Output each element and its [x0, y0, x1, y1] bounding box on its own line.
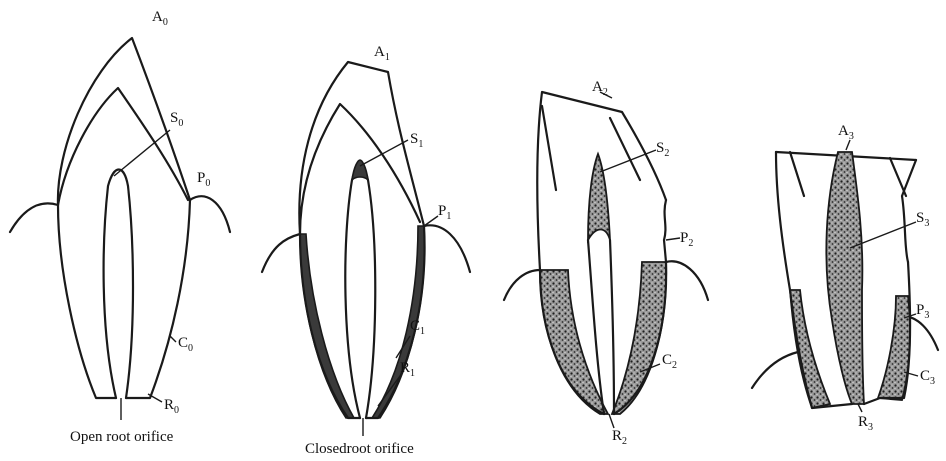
sclerotic-dentin-left: [790, 290, 830, 408]
label-r-1: R1: [400, 360, 415, 379]
root-outline: [58, 200, 190, 398]
sclerotic-pulp: [826, 152, 864, 404]
dentin-line: [58, 88, 188, 205]
worn-contour: [664, 200, 666, 262]
label-c-2: C2: [662, 352, 677, 371]
gum-line: [262, 225, 470, 272]
pulp-canal: [104, 170, 133, 399]
label-s-2: S2: [656, 140, 669, 159]
secondary-dentin: [588, 154, 610, 240]
label-apex-3: A3: [838, 123, 854, 142]
label-s-0: S0: [170, 110, 183, 129]
gum-line: [10, 196, 230, 232]
label-p-2: P2: [680, 230, 693, 249]
label-r-3: R3: [858, 414, 873, 433]
gum-line: [504, 261, 708, 300]
caption-stage-1: Closedroot orifice: [305, 441, 414, 457]
pulp-canal: [345, 168, 375, 418]
tooth-stage-3: [752, 140, 938, 412]
label-c-0: C0: [178, 335, 193, 354]
label-p-1: P1: [438, 203, 451, 222]
tooth-stage-0: [10, 38, 230, 420]
tooth-stage-2: [504, 92, 708, 428]
label-p-3: P3: [916, 302, 929, 321]
tooth-stage-1: [262, 62, 470, 436]
label-s-1: S1: [410, 131, 423, 150]
caption-stage-0: Open root orifice: [70, 429, 174, 445]
label-apex-2: A2: [592, 79, 608, 98]
label-s-3: S3: [916, 210, 929, 229]
label-apex-0: A0: [152, 9, 168, 28]
label-apex-1: A1: [374, 44, 390, 63]
label-c-3: C3: [920, 368, 935, 387]
sclerotic-dentin-right: [878, 296, 910, 400]
label-p-0: P0: [197, 170, 210, 189]
label-r-2: R2: [612, 428, 627, 447]
label-r-0: R0: [164, 397, 179, 416]
